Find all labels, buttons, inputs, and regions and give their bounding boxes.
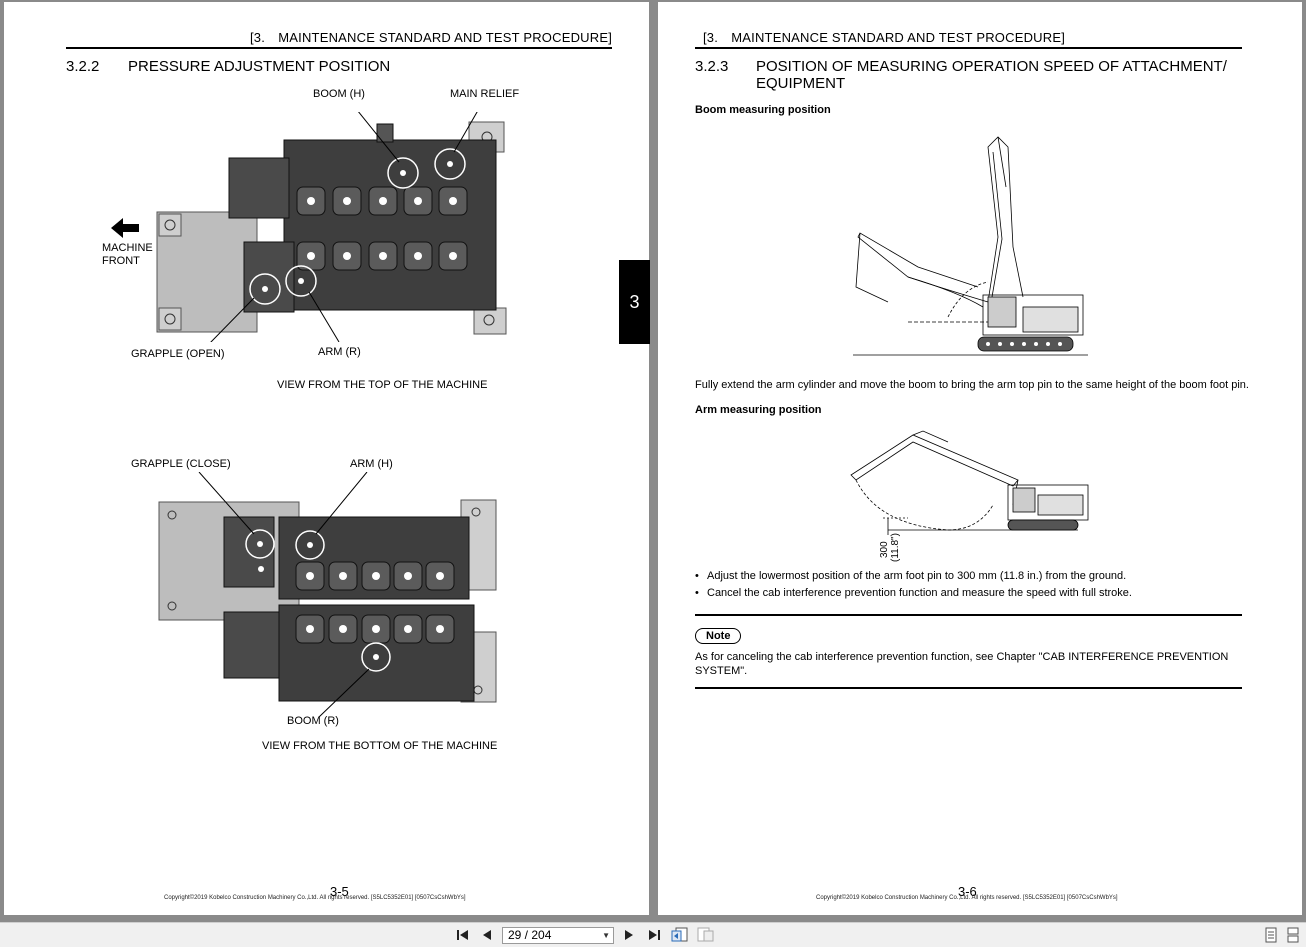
copyright-text: Copyright©2019 Kobelco Construction Mach… <box>164 895 466 901</box>
boom-heading: Boom measuring position <box>695 104 831 116</box>
caption-top-view: VIEW FROM THE TOP OF THE MACHINE <box>277 379 488 391</box>
dim-label-1: 300 <box>879 541 890 558</box>
section-title: PRESSURE ADJUSTMENT POSITION <box>128 58 391 75</box>
dimension-label-vertical: 300 (11.8") <box>879 533 901 562</box>
next-page-icon[interactable] <box>620 927 638 943</box>
label-grapple-close: GRAPPLE (CLOSE) <box>131 458 231 470</box>
label-arm-r: ARM (R) <box>318 346 361 358</box>
dim-label-2: (11.8") <box>890 533 901 562</box>
label-boom-h: BOOM (H) <box>313 88 365 100</box>
boom-measuring-excavator-figure <box>853 136 1088 356</box>
control-valve-top-figure <box>111 112 507 342</box>
note-bottom-rule <box>695 687 1242 689</box>
label-grapple-open: GRAPPLE (OPEN) <box>131 348 225 360</box>
single-page-view-icon[interactable] <box>1262 927 1280 943</box>
chevron-down-icon[interactable]: ▼ <box>602 931 610 940</box>
last-page-icon[interactable] <box>645 927 663 943</box>
boom-instruction-text: Fully extend the arm cylinder and move t… <box>695 379 1249 391</box>
note-top-rule <box>695 614 1242 616</box>
machine-front-arrow-icon <box>111 218 139 238</box>
arm-heading: Arm measuring position <box>695 404 822 416</box>
left-page: [3. MAINTENANCE STANDARD AND TEST PROCED… <box>4 2 649 915</box>
right-page: [3. MAINTENANCE STANDARD AND TEST PROCED… <box>658 2 1302 915</box>
section-title-line-1: POSITION OF MEASURING OPERATION SPEED OF… <box>756 58 1227 75</box>
bullet-item: •Adjust the lowermost position of the ar… <box>695 570 1127 582</box>
page-header: [3. MAINTENANCE STANDARD AND TEST PROCED… <box>250 30 613 45</box>
header-rule <box>695 47 1242 49</box>
continuous-view-icon[interactable] <box>1284 927 1302 943</box>
arm-measuring-excavator-figure <box>850 430 1089 535</box>
page-number: 3-6 <box>958 884 977 899</box>
section-title-line-2: EQUIPMENT <box>756 75 846 92</box>
page-number-input[interactable]: 29 / 204 ▼ <box>502 927 614 944</box>
next-view-icon[interactable] <box>697 927 715 943</box>
bullet-item: •Cancel the cab interference prevention … <box>695 587 1132 599</box>
section-number: 3.2.2 <box>66 58 100 75</box>
label-machine: MACHINE <box>102 242 153 254</box>
label-front: FRONT <box>102 255 140 267</box>
label-arm-h: ARM (H) <box>350 458 393 470</box>
page-number: 3-5 <box>330 884 349 899</box>
note-text-line-2: SYSTEM". <box>695 665 748 677</box>
page-navigation-toolbar: 29 / 204 ▼ <box>0 922 1306 947</box>
control-valve-bottom-figure <box>158 472 497 718</box>
previous-view-icon[interactable] <box>671 927 689 943</box>
copyright-text: Copyright©2019 Kobelco Construction Mach… <box>816 895 1118 901</box>
note-text-line-1: As for canceling the cab interference pr… <box>695 651 1229 663</box>
chapter-tab: 3 <box>619 260 650 344</box>
header-rule <box>66 47 612 49</box>
label-boom-r: BOOM (R) <box>287 715 339 727</box>
label-main-relief: MAIN RELIEF <box>450 88 520 100</box>
page-indicator-text: 29 / 204 <box>508 928 552 942</box>
prev-page-icon[interactable] <box>478 927 496 943</box>
caption-bottom-view: VIEW FROM THE BOTTOM OF THE MACHINE <box>262 740 498 752</box>
first-page-icon[interactable] <box>454 927 472 943</box>
page-header: [3. MAINTENANCE STANDARD AND TEST PROCED… <box>703 30 1066 45</box>
note-badge: Note <box>695 628 742 644</box>
section-number: 3.2.3 <box>695 58 729 75</box>
